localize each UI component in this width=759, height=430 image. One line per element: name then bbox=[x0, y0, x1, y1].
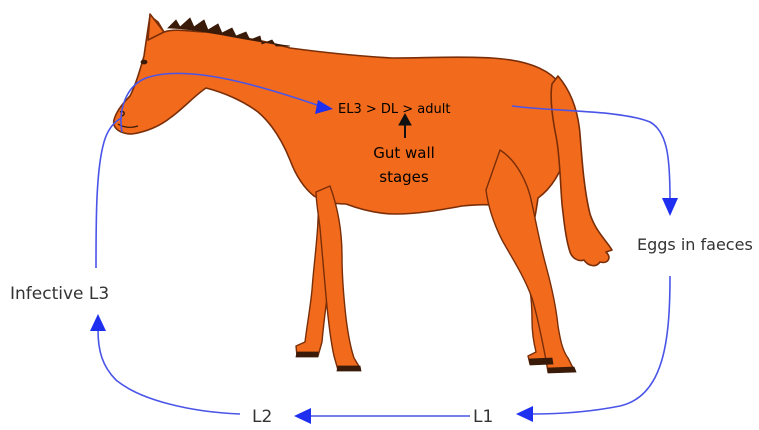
internal-stages-label: EL3 > DL > adult bbox=[338, 102, 450, 117]
gut-wall-label-line2: stages bbox=[379, 168, 429, 186]
arrow-adult-to-eggs-head bbox=[662, 198, 678, 216]
horse-tail bbox=[551, 76, 612, 266]
infective-l3-label: Infective L3 bbox=[10, 284, 109, 304]
arrow-l3-to-horse bbox=[96, 118, 122, 268]
horse-hoof-4 bbox=[529, 358, 553, 365]
arrow-eggs-to-l1-head bbox=[516, 406, 533, 422]
l2-label: L2 bbox=[252, 407, 272, 427]
horse-hoof-2 bbox=[296, 352, 318, 357]
horse-hoof-1 bbox=[337, 366, 361, 371]
gut-wall-label: Gut wall bbox=[373, 144, 435, 162]
horse-icon bbox=[114, 14, 612, 373]
arrow-l2-to-l3-head bbox=[90, 314, 106, 331]
arrow-l2-to-l3 bbox=[98, 330, 240, 414]
eggs-in-faeces-label: Eggs in faeces bbox=[637, 235, 753, 254]
horse-hoof-3 bbox=[548, 367, 576, 373]
arrow-l1-to-l2-head bbox=[294, 408, 311, 424]
horse-eye bbox=[141, 60, 147, 64]
l1-label: L1 bbox=[473, 407, 493, 427]
